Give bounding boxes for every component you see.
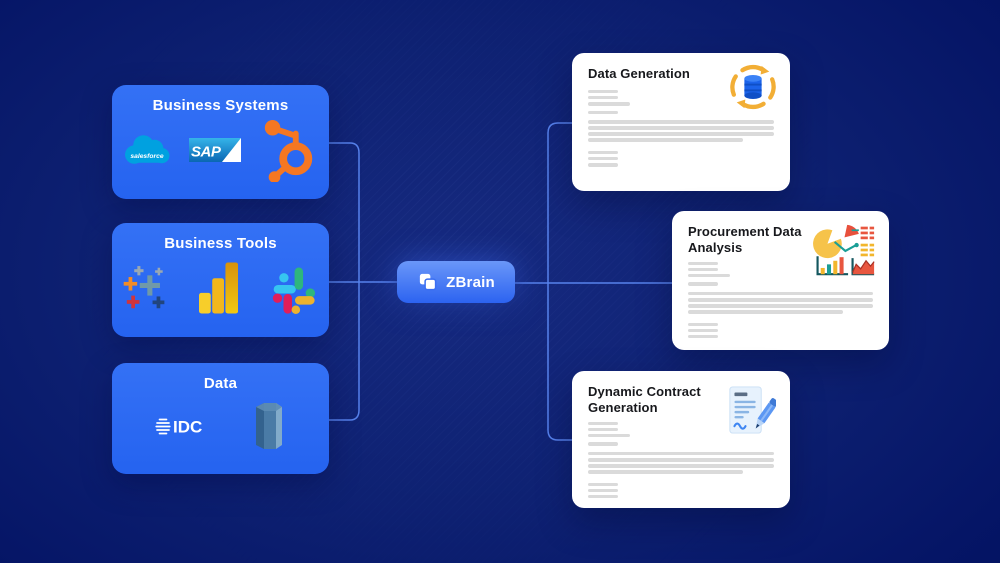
card-data-generation: Data Generation bbox=[572, 53, 790, 191]
layers-icon bbox=[420, 273, 437, 291]
analytics-charts-icon bbox=[813, 224, 875, 276]
card-title: Data Generation bbox=[588, 66, 690, 81]
skeleton-text-block bbox=[588, 421, 774, 499]
card-title: Business Tools bbox=[164, 235, 277, 252]
card-data: Data IDC bbox=[112, 363, 329, 474]
hub-label: ZBrain bbox=[446, 273, 495, 291]
data-pillar-icon bbox=[255, 403, 282, 449]
svg-text:IDC: IDC bbox=[173, 418, 202, 437]
card-title: Dynamic Contract Generation bbox=[588, 384, 701, 415]
left-bracket-line bbox=[329, 142, 360, 421]
salesforce-logo-icon: salesforce bbox=[124, 134, 169, 164]
sap-logo-icon: SAP bbox=[188, 137, 241, 162]
card-title: Procurement Data Analysis bbox=[688, 224, 802, 255]
skeleton-text-block bbox=[688, 261, 873, 339]
slack-logo-icon bbox=[272, 267, 316, 314]
card-business-systems: Business Systems salesforce bbox=[112, 85, 329, 199]
database-sync-icon bbox=[730, 64, 776, 110]
card-procurement-data-analysis: Procurement Data Analysis bbox=[672, 211, 889, 350]
powerbi-logo-icon bbox=[198, 262, 239, 313]
logo-row: salesforce SAP bbox=[122, 114, 319, 185]
tableau-logo-icon bbox=[123, 265, 165, 308]
card-business-tools: Business Tools bbox=[112, 223, 329, 337]
card-title: Data bbox=[203, 375, 238, 392]
hubspot-logo-icon bbox=[264, 119, 312, 182]
right-bracket-line bbox=[547, 122, 572, 441]
card-title: Business Systems bbox=[152, 97, 289, 114]
svg-text:salesforce: salesforce bbox=[130, 153, 164, 160]
contract-signing-icon bbox=[729, 386, 776, 434]
logo-row: IDC bbox=[122, 392, 319, 460]
svg-text:SAP: SAP bbox=[191, 143, 222, 160]
zbrain-hub-button[interactable]: ZBrain bbox=[397, 261, 515, 303]
idc-logo-icon: IDC bbox=[154, 418, 202, 437]
logo-row bbox=[122, 252, 319, 323]
card-dynamic-contract-generation: Dynamic Contract Generation bbox=[572, 371, 790, 508]
skeleton-text-block bbox=[588, 89, 774, 167]
